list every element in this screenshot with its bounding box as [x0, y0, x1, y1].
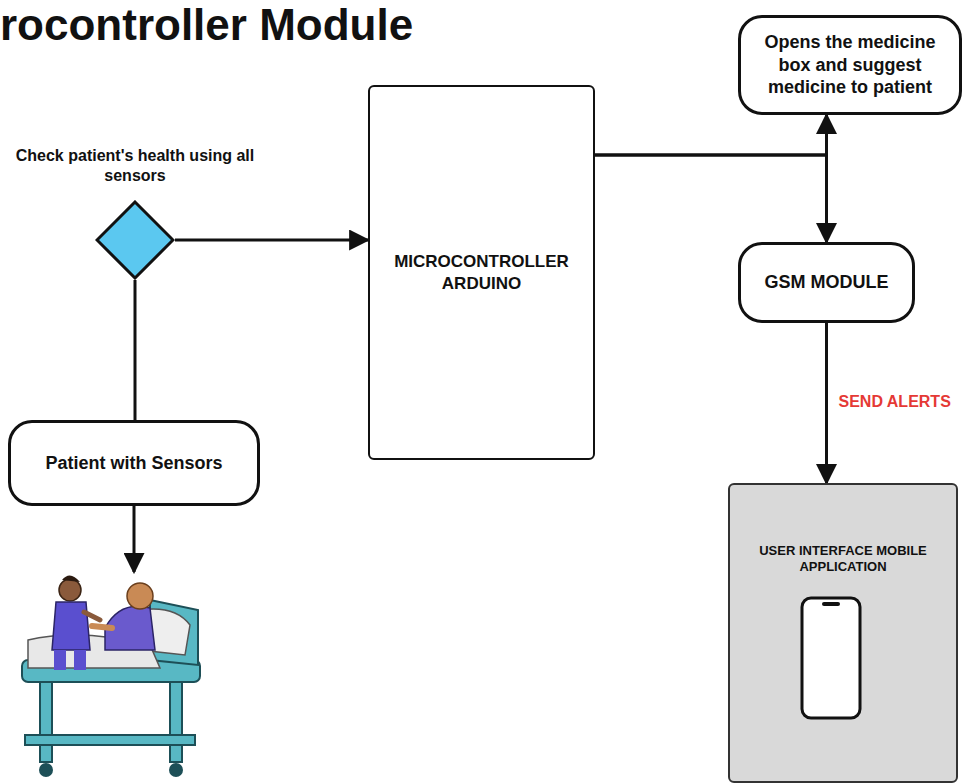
patient-box: Patient with Sensors [8, 420, 260, 506]
node-text: Patient with Sensors [45, 452, 222, 475]
edge-label: SEND ALERTS [837, 393, 953, 411]
node-text: MICROCONTROLLER ARDUINO [378, 251, 585, 294]
node-text: USER INTERFACE MOBILE APPLICATION [740, 543, 946, 576]
connector-arrow [595, 155, 827, 242]
connector-arrow [825, 323, 828, 483]
diamond-outline [95, 200, 175, 280]
connector-arrow [175, 239, 368, 242]
phone-icon [800, 596, 862, 720]
bed-scene [22, 575, 200, 777]
node-text: GSM MODULE [765, 271, 889, 294]
process-box: Opens the medicine box and suggest medic… [738, 15, 962, 115]
arrow-to-illustration [133, 506, 136, 572]
microcontroller-box: MICROCONTROLLER ARDUINO [368, 85, 595, 460]
node-text: Check patient's health using all sensors [15, 146, 255, 186]
module-box: GSM MODULE [738, 242, 915, 323]
decision-diamond: Check patient's health using all sensors [95, 200, 175, 280]
node-text: Opens the medicine box and suggest medic… [753, 31, 947, 99]
connector-arrow [134, 280, 137, 420]
diagram-title: rocontroller Module [0, 0, 413, 50]
connector-arrow [595, 115, 827, 155]
